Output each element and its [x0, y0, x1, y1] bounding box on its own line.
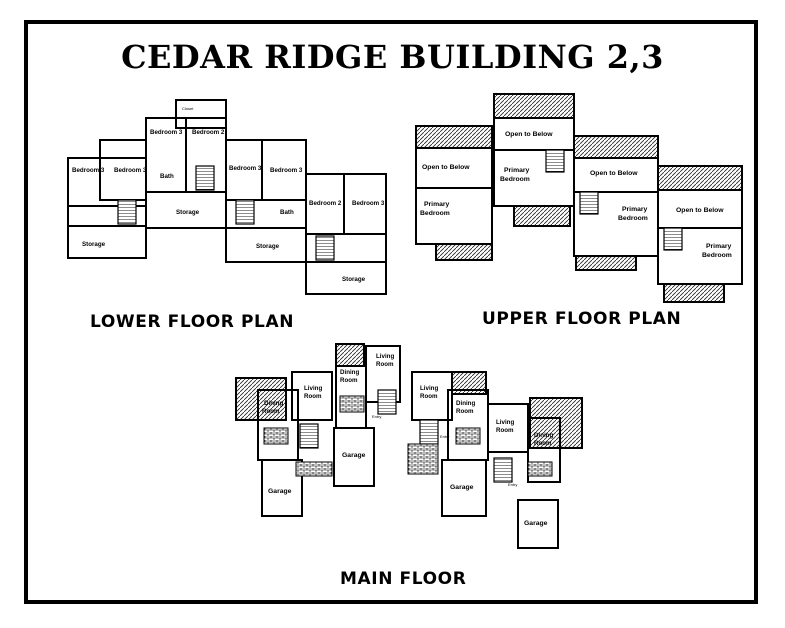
- room-label: Bedroom 3: [229, 165, 262, 172]
- main-floor-labels: Dining Room Living Room Garage Dining Ro…: [262, 353, 553, 527]
- lower-floor-plan: [67, 99, 387, 295]
- room-label: Entry: [508, 482, 517, 487]
- room-label: Bedroom 3: [150, 129, 183, 136]
- room-label: Storage: [82, 241, 106, 248]
- room-label: Bedroom 3: [114, 167, 147, 174]
- room-label: Bedroom 2: [309, 200, 342, 207]
- room-label: Bedroom: [500, 176, 530, 183]
- room-label: Garage: [342, 452, 366, 459]
- lower-floor-plan-label: LOWER FLOOR PLAN: [90, 312, 295, 332]
- room-label: Bedroom 3: [72, 167, 105, 174]
- lower-floor-labels: Bedroom 3 Bedroom 3 Storage Bedroom 3 Be…: [72, 106, 385, 283]
- room-label: Primary: [504, 167, 530, 174]
- room-label: Room: [262, 408, 280, 415]
- room-label: Garage: [450, 484, 474, 491]
- room-label: Living: [420, 385, 438, 392]
- room-label: Primary: [622, 206, 648, 213]
- room-label: Primary: [706, 243, 732, 250]
- upper-floor-labels: Open to Below Primary Bedroom Open to Be…: [420, 131, 732, 259]
- room-label: Bath: [160, 173, 174, 180]
- room-label: Bedroom 2: [192, 129, 225, 136]
- main-floor-label: MAIN FLOOR: [340, 569, 467, 589]
- room-label: Entry: [372, 414, 381, 419]
- room-label: Entry: [440, 434, 449, 439]
- room-label: Bedroom 3: [352, 200, 385, 207]
- room-label: Bath: [280, 209, 294, 216]
- room-label: Room: [456, 408, 474, 415]
- room-label: Room: [304, 393, 322, 400]
- room-label: Room: [376, 361, 394, 368]
- room-label: Open to Below: [422, 164, 470, 171]
- room-label: Dining: [534, 432, 553, 439]
- room-label: Open to Below: [676, 207, 724, 214]
- room-label: Dining: [264, 400, 283, 407]
- room-label: Primary: [424, 201, 450, 208]
- room-label: Living: [496, 419, 514, 426]
- room-label: Storage: [176, 209, 200, 216]
- room-label: Garage: [268, 488, 292, 495]
- room-label: Bedroom 3: [270, 167, 303, 174]
- room-label: Room: [534, 440, 552, 447]
- page-title: CEDAR RIDGE BUILDING 2,3: [121, 38, 664, 76]
- room-label: Room: [420, 393, 438, 400]
- upper-floor-plan: [415, 93, 743, 303]
- room-label: Dining: [456, 400, 475, 407]
- room-label: Storage: [256, 243, 280, 250]
- room-label: Room: [340, 377, 358, 384]
- main-floor-plan: [235, 343, 583, 549]
- room-label: Living: [376, 353, 394, 360]
- room-label: Bedroom: [702, 252, 732, 259]
- room-label: Bedroom: [618, 215, 648, 222]
- room-label: Garage: [524, 520, 548, 527]
- room-label: Room: [496, 427, 514, 434]
- room-label: Dining: [340, 369, 359, 376]
- room-label: Open to Below: [505, 131, 553, 138]
- room-label: Storage: [342, 276, 366, 283]
- room-label: Closet: [182, 106, 194, 111]
- upper-floor-plan-label: UPPER FLOOR PLAN: [482, 309, 682, 329]
- room-label: Bedroom: [420, 210, 450, 217]
- room-label: Living: [304, 385, 322, 392]
- room-label: Open to Below: [590, 170, 638, 177]
